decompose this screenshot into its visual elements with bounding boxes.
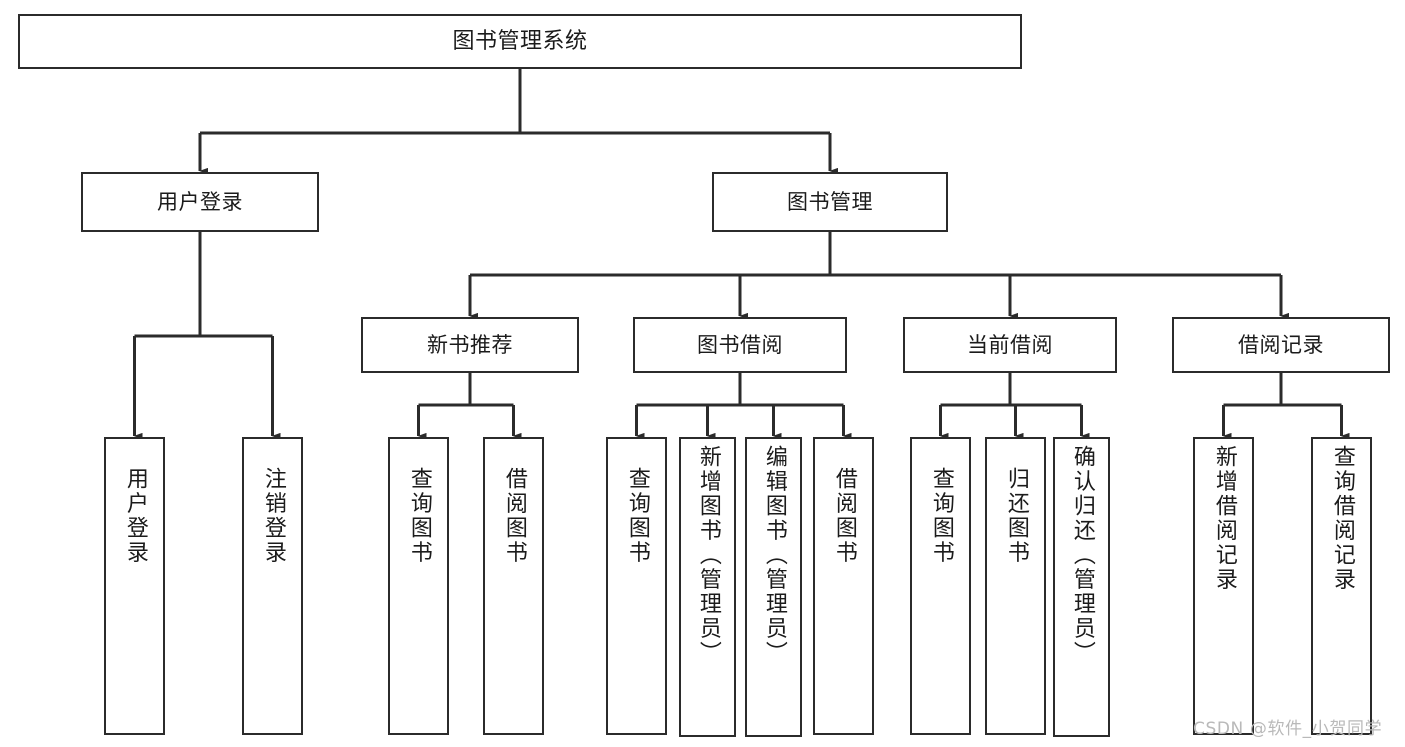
- node-current-borrow-label: 当前借阅: [967, 332, 1053, 357]
- node-leaf-edit-book-label: 编辑图书（管理员）: [761, 445, 787, 666]
- node-leaf-add-book-label: 新增图书（管理员）: [695, 445, 721, 666]
- node-leaf-query-book-1[interactable]: 查询图书: [388, 437, 449, 735]
- node-leaf-edit-book[interactable]: 编辑图书（管理员）: [745, 437, 802, 737]
- node-leaf-confirm-return[interactable]: 确认归还（管理员）: [1053, 437, 1110, 737]
- node-leaf-confirm-return-label: 确认归还（管理员）: [1069, 445, 1095, 666]
- node-leaf-return-book-label: 归还图书: [1003, 467, 1029, 565]
- node-leaf-query-book-2[interactable]: 查询图书: [606, 437, 667, 735]
- node-leaf-query-book-3[interactable]: 查询图书: [910, 437, 971, 735]
- node-leaf-query-record-label: 查询借阅记录: [1329, 445, 1355, 592]
- node-leaf-query-book-1-label: 查询图书: [406, 467, 432, 565]
- node-leaf-borrow-book-2-label: 借阅图书: [831, 467, 857, 565]
- node-leaf-borrow-book-2[interactable]: 借阅图书: [813, 437, 874, 735]
- node-borrow-record-label: 借阅记录: [1238, 332, 1324, 357]
- node-leaf-user-login-label: 用户登录: [122, 467, 148, 565]
- node-leaf-add-book[interactable]: 新增图书（管理员）: [679, 437, 736, 737]
- node-leaf-user-logout[interactable]: 注销登录: [242, 437, 303, 735]
- node-leaf-add-record[interactable]: 新增借阅记录: [1193, 437, 1254, 735]
- csdn-watermark: CSDN @软件_小贺同学: [1193, 719, 1383, 739]
- node-leaf-user-logout-label: 注销登录: [260, 467, 286, 565]
- node-book-borrow[interactable]: 图书借阅: [633, 317, 847, 373]
- node-leaf-return-book[interactable]: 归还图书: [985, 437, 1046, 735]
- node-current-borrow[interactable]: 当前借阅: [903, 317, 1117, 373]
- node-leaf-user-login[interactable]: 用户登录: [104, 437, 165, 735]
- node-new-book-rec[interactable]: 新书推荐: [361, 317, 579, 373]
- node-root[interactable]: 图书管理系统: [18, 14, 1022, 69]
- node-leaf-borrow-book-1[interactable]: 借阅图书: [483, 437, 544, 735]
- node-user-login-label: 用户登录: [157, 189, 243, 214]
- node-leaf-add-record-label: 新增借阅记录: [1211, 445, 1237, 592]
- node-root-label: 图书管理系统: [452, 28, 588, 54]
- node-leaf-query-record[interactable]: 查询借阅记录: [1311, 437, 1372, 735]
- node-book-borrow-label: 图书借阅: [697, 332, 783, 357]
- node-leaf-query-book-3-label: 查询图书: [928, 467, 954, 565]
- node-leaf-query-book-2-label: 查询图书: [624, 467, 650, 565]
- node-borrow-record[interactable]: 借阅记录: [1172, 317, 1390, 373]
- node-new-book-rec-label: 新书推荐: [427, 332, 513, 357]
- node-book-manage[interactable]: 图书管理: [712, 172, 948, 232]
- node-leaf-borrow-book-1-label: 借阅图书: [501, 467, 527, 565]
- node-book-manage-label: 图书管理: [787, 189, 873, 214]
- node-user-login[interactable]: 用户登录: [81, 172, 319, 232]
